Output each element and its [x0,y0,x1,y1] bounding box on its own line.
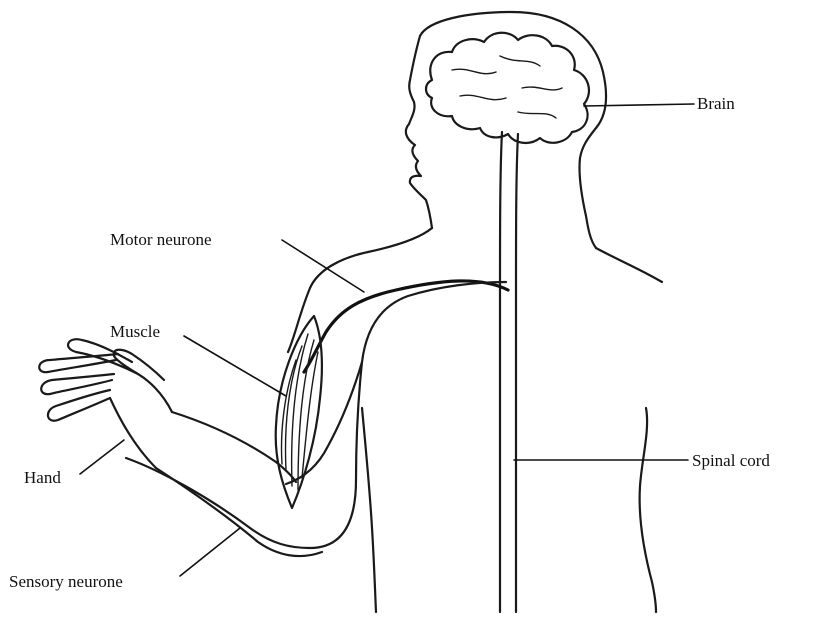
muscle-leader-line [184,336,286,396]
brain-leader-line [584,104,694,106]
shoulder-outline-right [596,248,662,282]
hand-label: Hand [24,469,61,486]
hand-outline [39,339,172,468]
motor-neurone-path [304,281,508,372]
sensory-neurone-leader-line [180,528,240,576]
brain-folds [452,56,562,118]
motor-neurone-label: Motor neurone [110,231,212,248]
brain-outline [426,33,589,143]
hand-leader-line [80,440,124,474]
forearm-lower-outline [156,468,322,556]
brain-label: Brain [697,95,735,112]
torso-side-outline [362,408,376,612]
spinal-cord-left-edge [500,132,502,612]
muscle-label: Muscle [110,323,160,340]
sensory-neurone-label: Sensory neurone [9,573,123,590]
spinal-cord-label: Spinal cord [692,452,770,469]
motor-neurone-leader-line [282,240,364,292]
spinal-cord-right-edge [516,134,518,612]
torso-back-outline [640,408,656,612]
forearm-upper-outline [172,412,296,482]
